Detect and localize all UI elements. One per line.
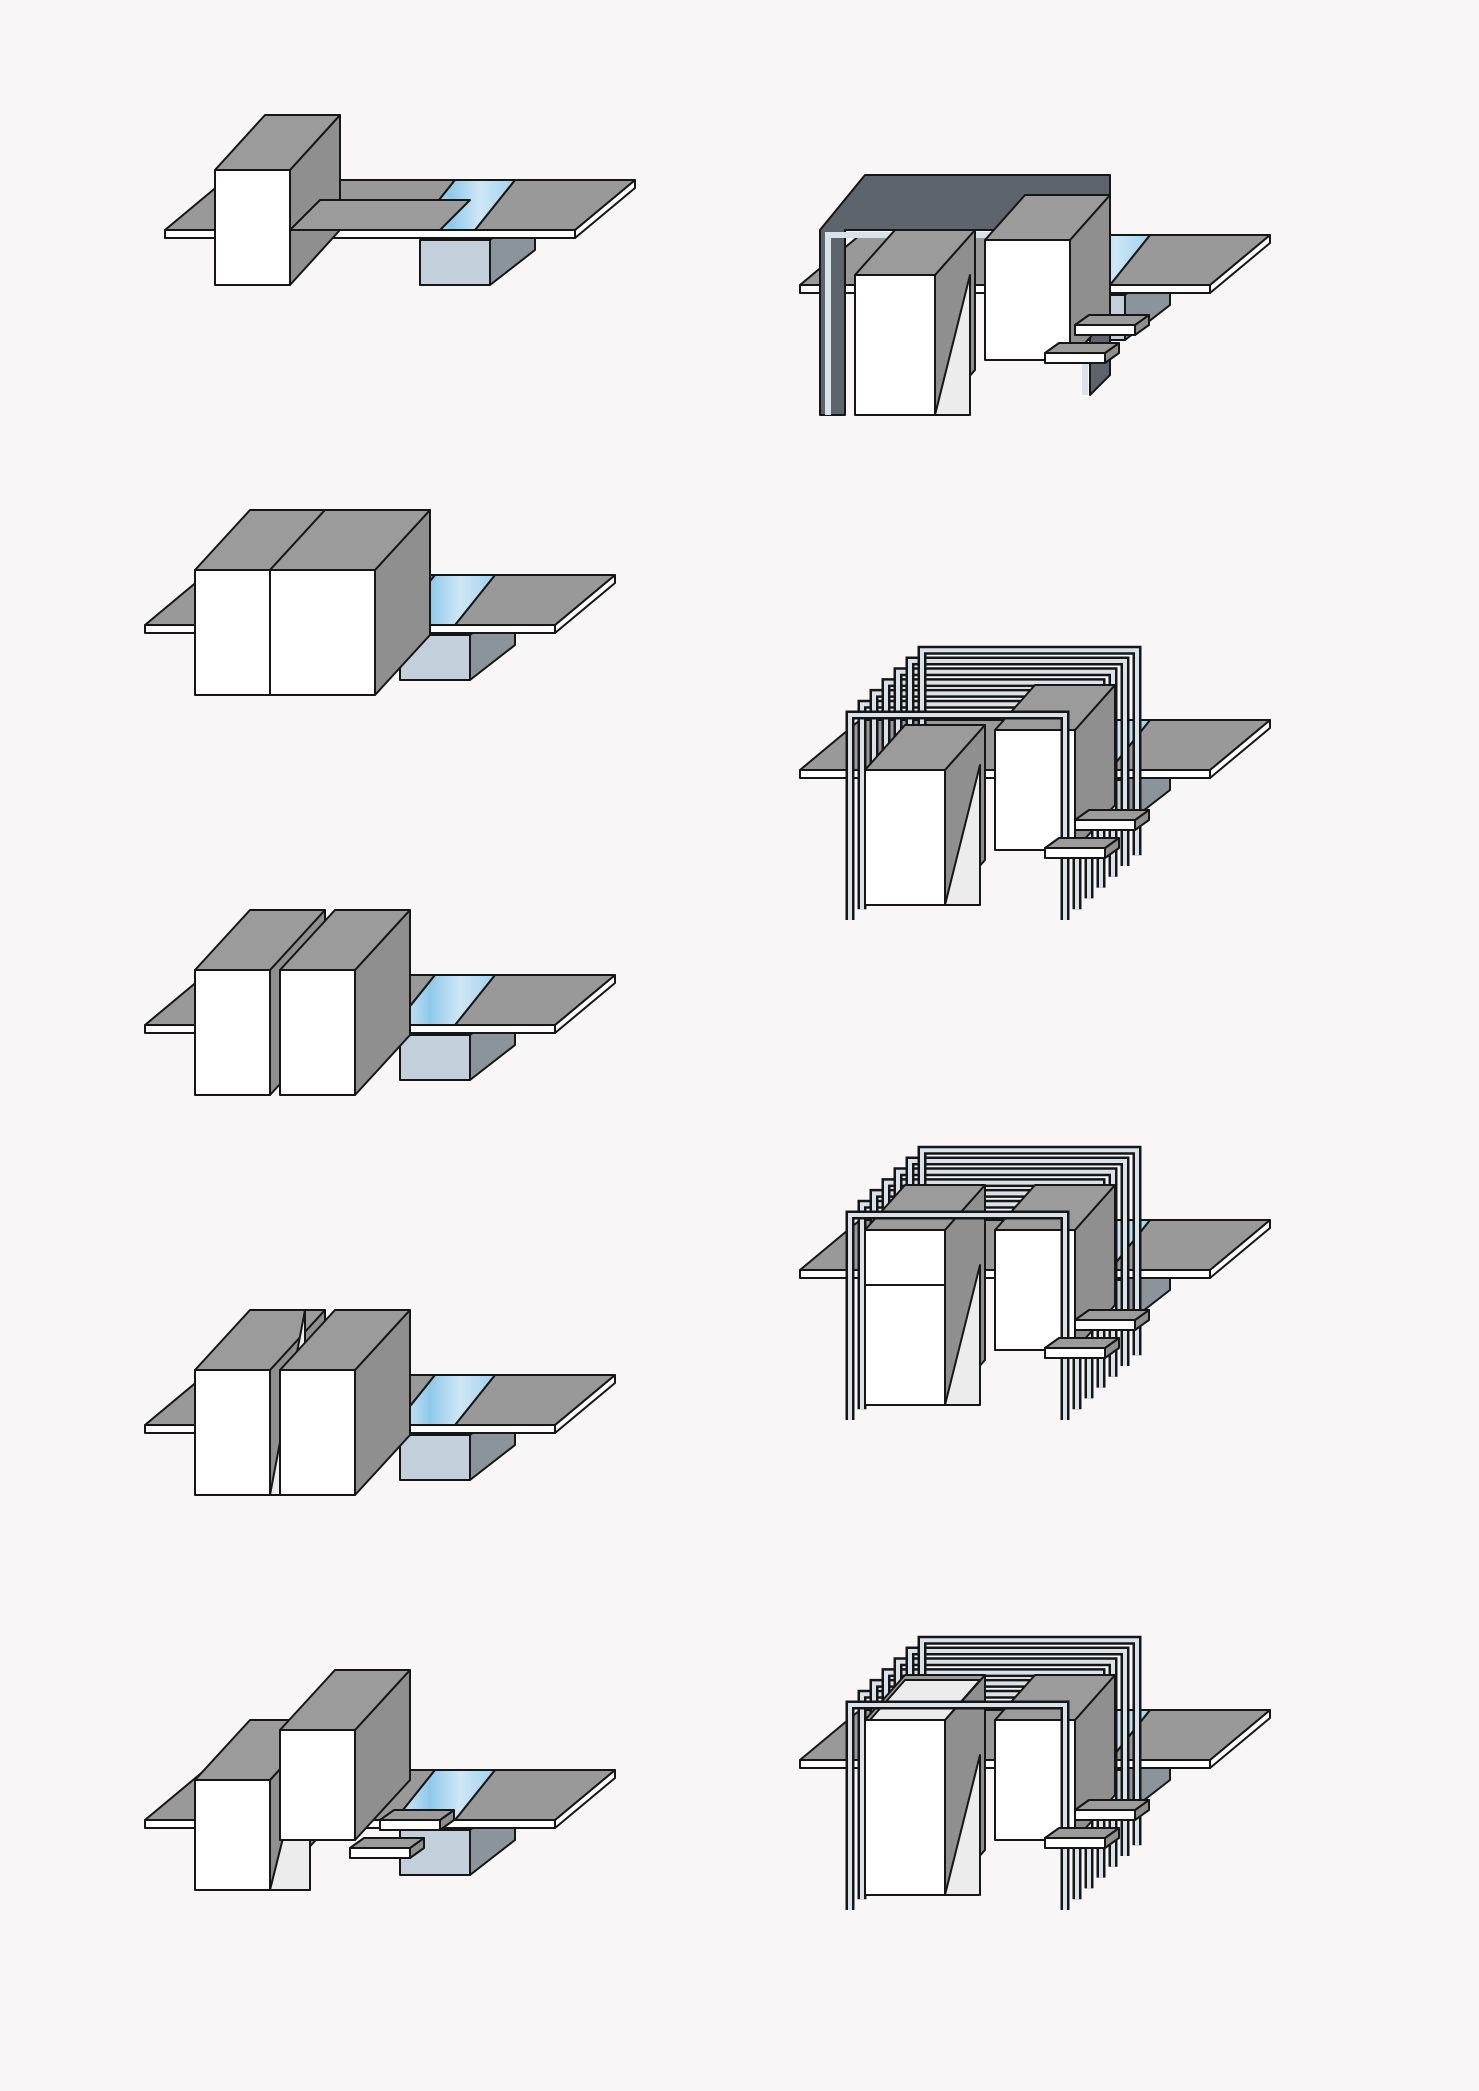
benches-7-bench-b-front — [1044, 847, 1106, 859]
block-a-front — [864, 1229, 946, 1406]
block-a-front — [864, 1719, 946, 1896]
site-3-water-channel — [394, 974, 496, 1026]
louvre-8-front-frame-0-fill — [848, 1213, 1067, 1420]
block-a-front — [194, 1779, 271, 1891]
block-a-front — [194, 569, 271, 696]
benches-8-bench-a-front — [1074, 1319, 1136, 1331]
low-wing-top — [289, 199, 471, 231]
louvre-7-front-frame-0-fill — [848, 713, 1067, 920]
benches-5-bench-a-front — [379, 1819, 441, 1831]
benches-8-bench-a-top — [1074, 1309, 1150, 1321]
benches-5-bench-a-top — [379, 1809, 455, 1821]
benches-6-bench-a-top — [1074, 314, 1150, 326]
benches-5-bench-b-front — [349, 1847, 411, 1859]
panel-step-5 — [144, 1669, 616, 1891]
panel-step-7 — [799, 645, 1271, 920]
benches-9-bench-b-top — [1044, 1827, 1120, 1839]
block-b-front — [269, 569, 376, 696]
benches-9-bench-a-front — [1074, 1809, 1136, 1821]
site-4-water-channel — [394, 1374, 496, 1426]
block-a-front — [854, 274, 936, 416]
left-column — [144, 114, 636, 1891]
panel-step-2 — [144, 509, 616, 696]
block-b-front — [279, 1729, 356, 1841]
panel-step-9 — [799, 1635, 1271, 1910]
benches-5-bench-b-top — [349, 1837, 425, 1849]
tall-block-front — [214, 169, 291, 286]
benches-6-bench-b-front — [1044, 352, 1106, 364]
louvre-9-front-frame-0 — [845, 1700, 1070, 1910]
louvre-8-front-frame-0 — [845, 1210, 1070, 1420]
benches-6-bench-a-front — [1074, 324, 1136, 336]
panel-step-1 — [164, 114, 636, 286]
block-a-front — [864, 769, 946, 906]
louvre-7-front-frame-0 — [845, 710, 1070, 920]
block-b-front — [984, 239, 1071, 361]
block-b-front — [279, 969, 356, 1096]
right-column — [799, 174, 1271, 1910]
benches-8-bench-b-front — [1044, 1347, 1106, 1359]
block-a-front — [194, 969, 271, 1096]
benches-9-bench-b-front — [1044, 1837, 1106, 1849]
site-3-basin-front — [399, 1034, 471, 1081]
diagonal-void — [944, 1264, 981, 1406]
panel-step-6 — [799, 174, 1271, 416]
panel-step-4 — [144, 1309, 616, 1496]
benches-8-bench-b-top — [1044, 1337, 1120, 1349]
site-4-basin-front — [399, 1434, 471, 1481]
diagonal-void — [934, 274, 971, 416]
benches-7-bench-a-front — [1074, 819, 1136, 831]
block-a-open-top — [869, 1679, 981, 1721]
benches-7-bench-a-top — [1074, 809, 1150, 821]
louvre-9-front-frame-0-fill — [848, 1703, 1067, 1910]
block-b-front — [279, 1369, 356, 1496]
block-a-front — [194, 1369, 271, 1496]
benches-9-bench-a-top — [1074, 1799, 1150, 1811]
panel-step-3 — [144, 909, 616, 1096]
benches-7-bench-b-top — [1044, 837, 1120, 849]
site-1-basin-front — [419, 239, 491, 286]
diagonal-void — [944, 764, 981, 906]
benches-6-bench-b-top — [1044, 342, 1120, 354]
panel-step-8 — [799, 1145, 1271, 1420]
diagonal-void — [944, 1754, 981, 1896]
